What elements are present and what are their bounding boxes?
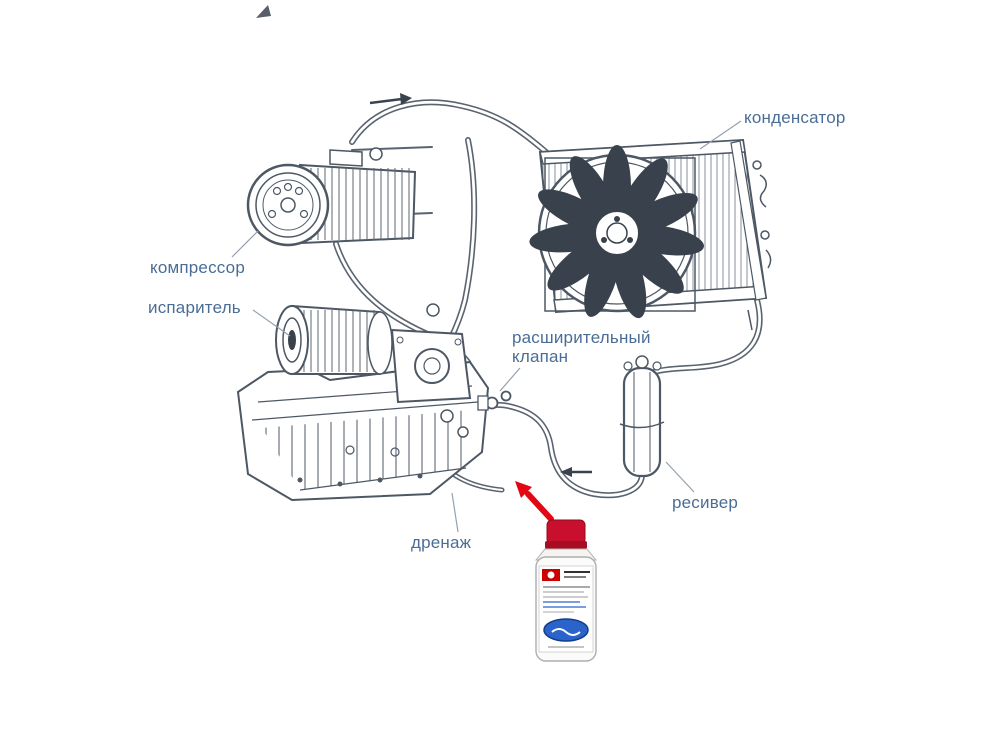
- bottle-blue-badge: [543, 618, 589, 642]
- bottle-cap: [546, 519, 586, 545]
- product-bottle: [534, 519, 598, 662]
- label-compressor: компрессор: [150, 258, 245, 277]
- label-receiver: ресивер: [672, 493, 739, 512]
- label-drain: дренаж: [411, 533, 472, 552]
- condenser-fan: [529, 145, 704, 319]
- label-expansion-valve-line2: клапан: [512, 347, 569, 366]
- label-evaporator: испаритель: [148, 298, 241, 317]
- receiver-drawing: [619, 355, 665, 478]
- compressor-drawing: [246, 147, 417, 247]
- label-expansion-valve-line1: расширительный: [512, 328, 651, 347]
- flow-arrow-bottom: [560, 467, 592, 477]
- label-condenser: конденсатор: [744, 108, 846, 127]
- evaporator-drawing: [236, 303, 490, 502]
- pointer-arrow: [515, 481, 554, 522]
- flow-arrow-top: [369, 93, 412, 105]
- edge-mark: [256, 5, 271, 18]
- expansion-valve-drawing: [477, 390, 512, 411]
- leader-lines: [231, 120, 742, 533]
